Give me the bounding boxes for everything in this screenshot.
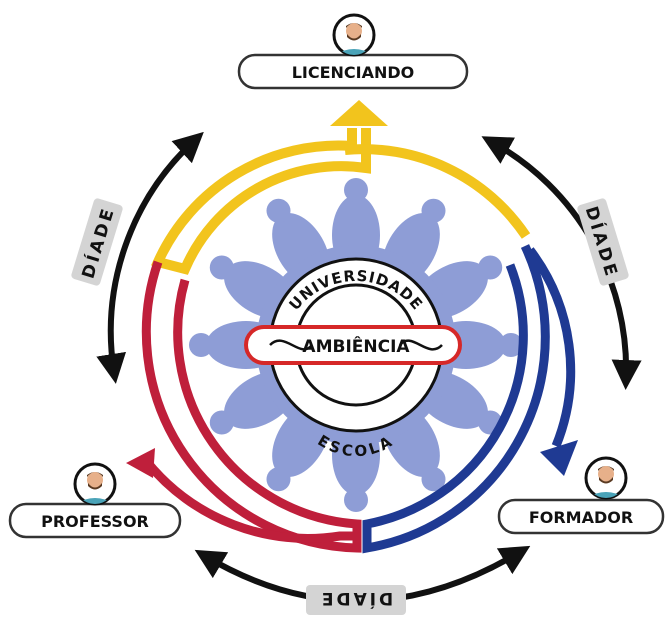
role-formador: FORMADOR — [497, 456, 665, 535]
yellow-arrow-head — [330, 100, 388, 126]
person-head — [266, 467, 291, 492]
role-professor: PROFESSOR — [8, 462, 182, 539]
person-head — [421, 198, 446, 223]
role-label-professor: PROFESSOR — [41, 512, 149, 531]
person-head — [266, 198, 291, 223]
dyad-badge-right: DÍADE — [577, 198, 629, 286]
person-avatar-icon — [584, 456, 628, 500]
person-head — [478, 255, 503, 280]
person-head — [344, 488, 368, 512]
dyad-label-bottom: DÍADE — [319, 588, 393, 610]
person-avatar-icon — [73, 462, 117, 506]
person-head — [421, 467, 446, 492]
person-avatar-icon — [332, 13, 376, 57]
person-head — [344, 178, 368, 202]
dyad-badge-bottom: DÍADE — [306, 585, 406, 615]
left-dyad-arrow — [96, 131, 204, 384]
blue-arrow-head — [540, 440, 578, 476]
ambiencia-label: AMBIÊNCIA — [302, 335, 410, 357]
role-licenciando: LICENCIANDO — [237, 13, 469, 90]
person-head — [189, 333, 213, 357]
role-label-licenciando: LICENCIANDO — [292, 63, 415, 82]
ambiencia-band — [244, 325, 462, 365]
person-head — [209, 410, 234, 435]
red-arrow-head — [126, 448, 155, 478]
central-emblem: AMBIÊNCIA UNIVERSIDADE ESCOLA — [244, 257, 462, 460]
role-label-formador: FORMADOR — [529, 508, 633, 527]
person-head — [209, 255, 234, 280]
